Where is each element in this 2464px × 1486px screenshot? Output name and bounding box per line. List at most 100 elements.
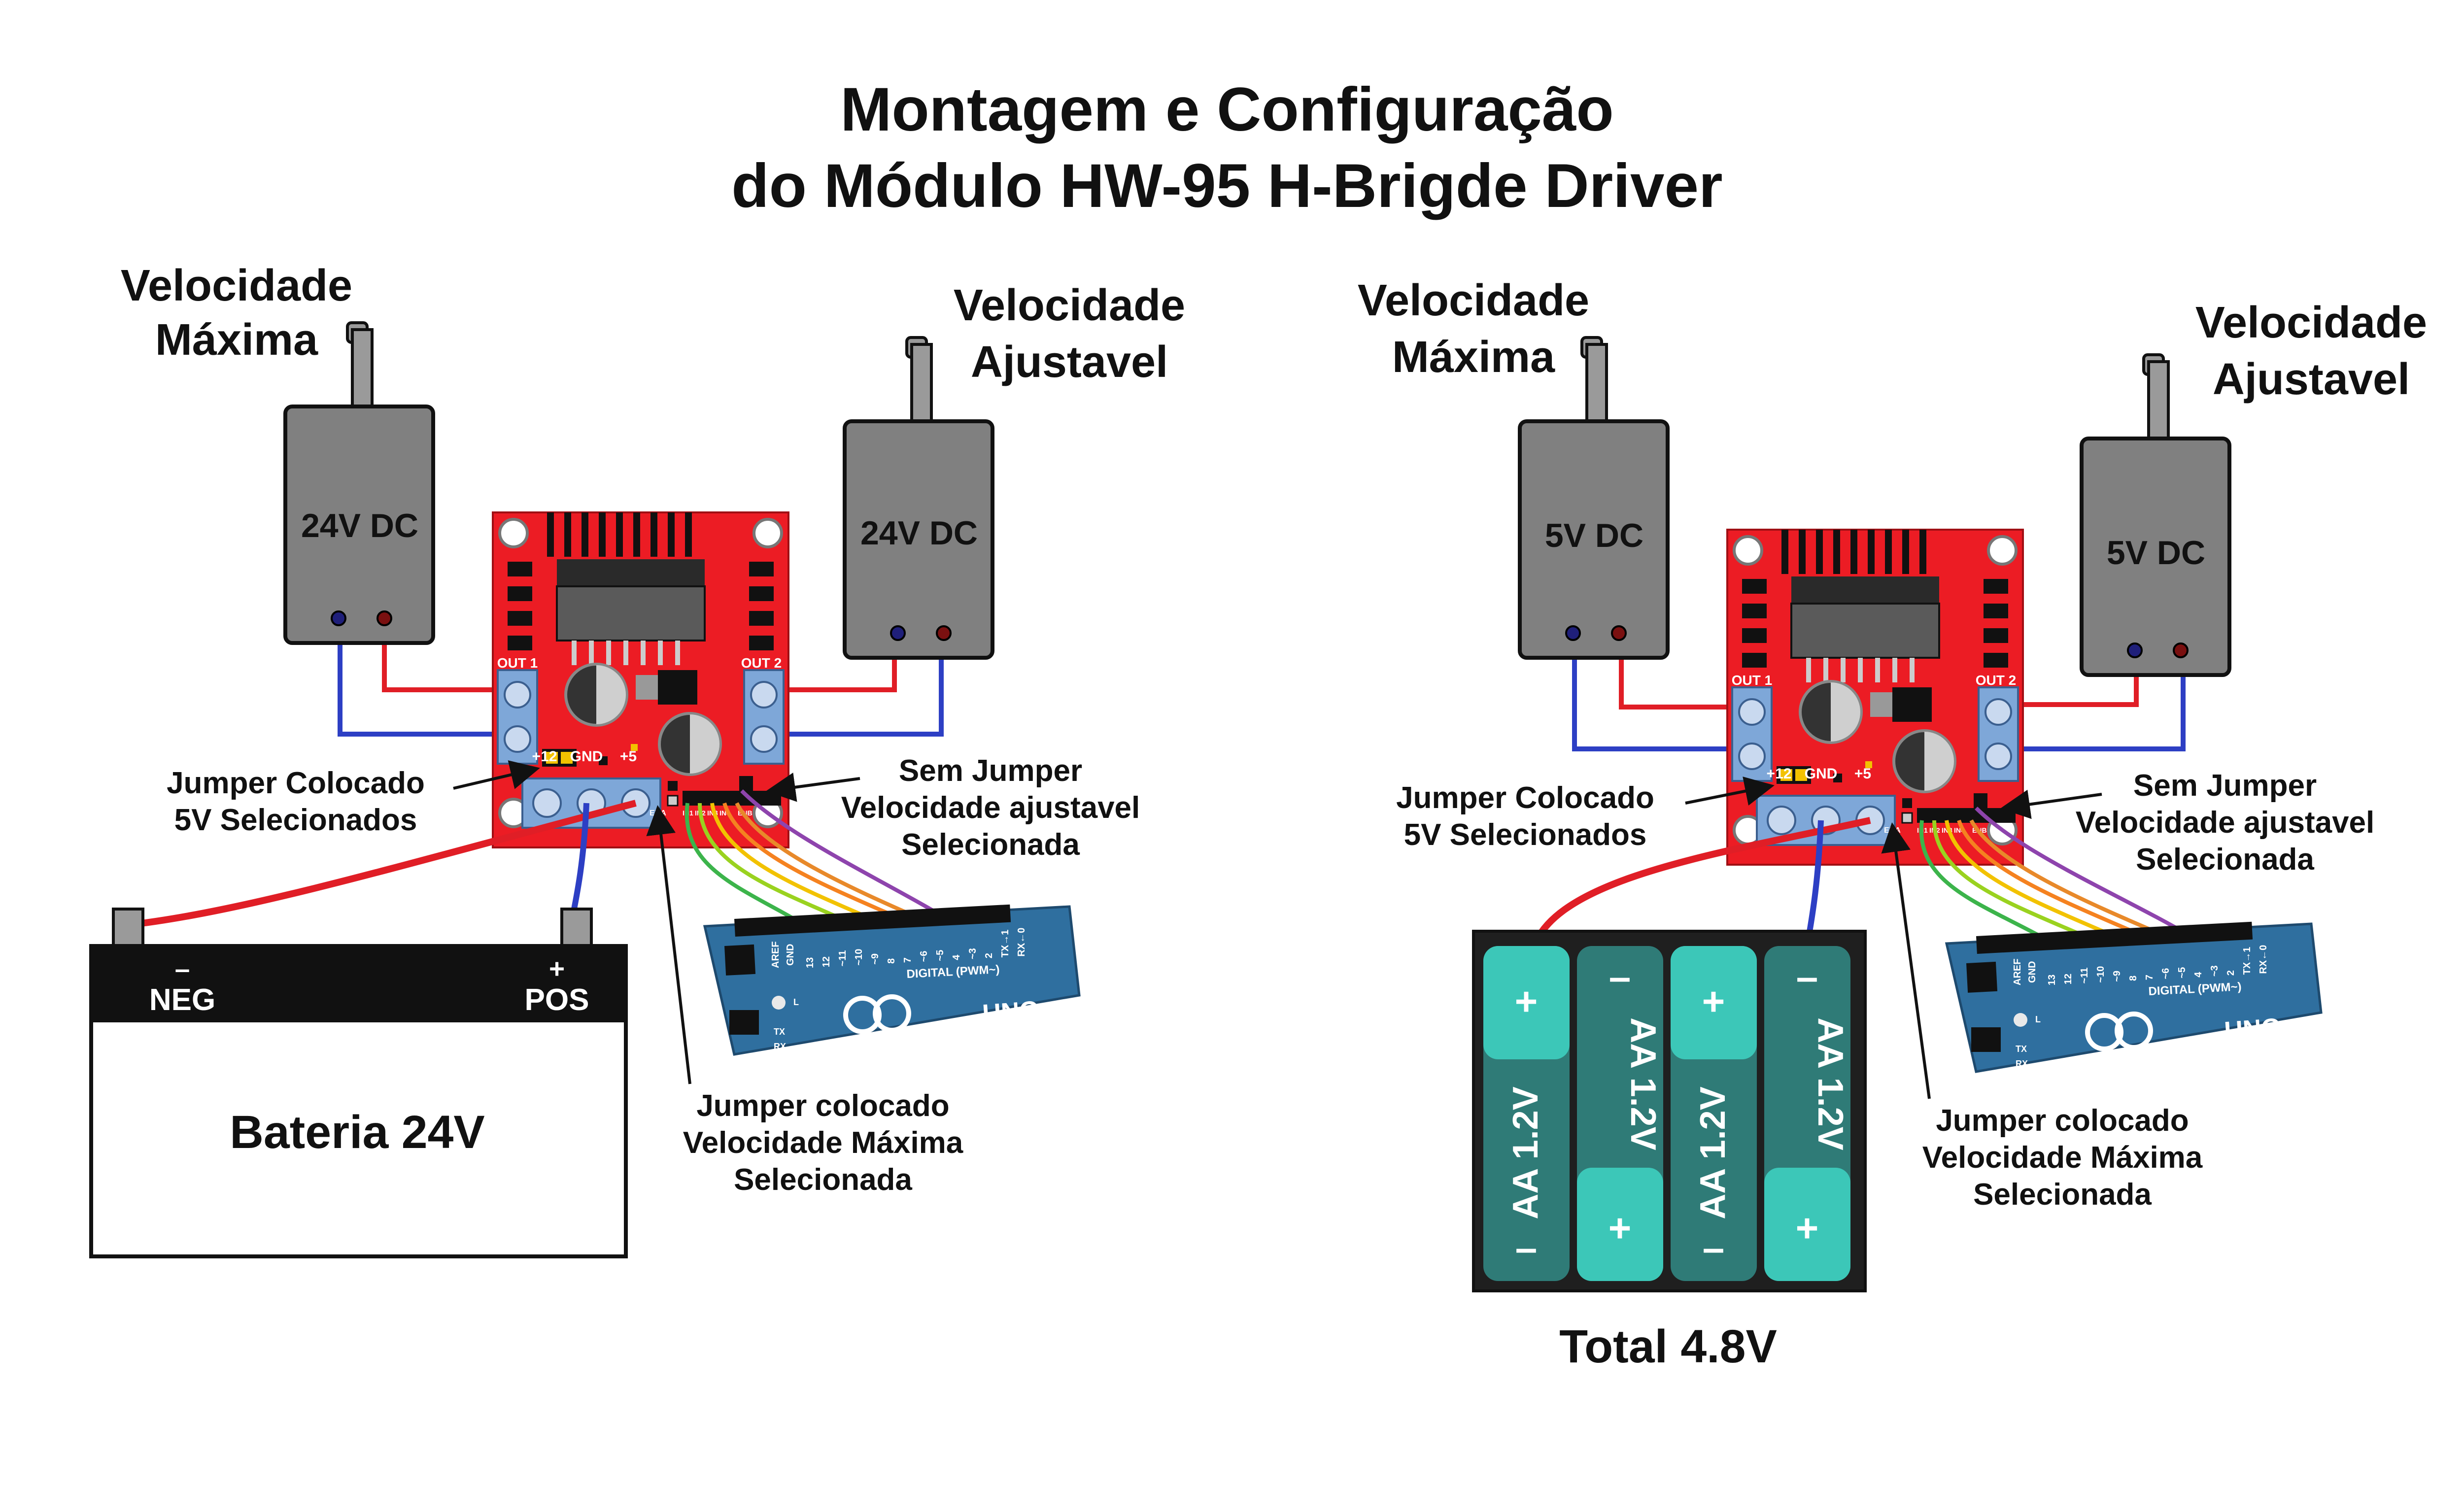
- right-cell-1-plus: +: [1515, 979, 1538, 1023]
- right-motor1-blue-wire: [1572, 636, 1752, 751]
- right-arduino-pin-5: 8: [2128, 976, 2139, 981]
- left-arduino-pin-1: 12: [821, 956, 832, 967]
- right-signal-wire-1: [1919, 820, 2041, 938]
- right-arduino-aref: AREF: [2012, 959, 2023, 985]
- right-cell-2: – + AA 1.2V: [1577, 946, 1663, 1281]
- left-motor-1-label: 24V DC: [301, 507, 418, 544]
- right-arduino-l: L: [2035, 1014, 2041, 1024]
- left-arduino-pin-10: ~3: [967, 948, 978, 959]
- right-board-gnd: GND: [1805, 766, 1838, 782]
- left-hbridge-board: OUT 1 OUT 2 +12 GND +5 ENA IN1 IN2 IN3 I…: [493, 512, 788, 847]
- right-board-p5: +5: [1854, 766, 1871, 782]
- left-jumper-5v-arrow: [453, 760, 540, 790]
- left-arduino-pin-0: 13: [805, 957, 816, 968]
- right-jumper-5v-line-1: Jumper Colocado: [1396, 781, 1654, 815]
- right-jumper-max-line-1: Jumper colocado: [1936, 1104, 2189, 1138]
- left-jumper-max-arrow: [646, 805, 691, 1084]
- left-battery-label: Bateria 24V: [230, 1106, 485, 1158]
- left-no-jumper-line-1: Sem Jumper: [899, 754, 1082, 788]
- right-label-max-line-2: Máxima: [1392, 333, 1555, 382]
- left-board-out1: OUT 1: [497, 655, 538, 671]
- right-arduino-pin-1: 12: [2063, 974, 2074, 984]
- left-arduino-pin-5: 8: [886, 958, 897, 964]
- right-arduino-uno-text: UNO: [2224, 1013, 2282, 1046]
- left-arduino-rx: RX: [774, 1042, 786, 1051]
- left-signal-wire-4: [722, 802, 908, 923]
- left-no-jumper-line-3: Selecionada: [901, 828, 1080, 862]
- right-cell-3-plus: +: [1702, 979, 1725, 1023]
- right-cell-4-minus: –: [1796, 955, 1818, 999]
- left-signal-wire-1: [684, 803, 800, 923]
- left-jumper-5v-line-2: 5V Selecionados: [174, 803, 417, 837]
- right-pack-red-wire: [1529, 817, 1871, 952]
- left-arduino-pin-3: ~10: [854, 949, 864, 966]
- left-panel: Velocidade Máxima Velocidade Ajustavel 2…: [89, 261, 1185, 1258]
- right-signal-wire-5: [1969, 819, 2167, 938]
- right-arduino-tx: TX: [2016, 1044, 2027, 1054]
- right-jumper-5v-arrow: [1685, 777, 1775, 806]
- right-no-jumper-arrow: [2000, 789, 2102, 819]
- left-no-jumper-line-2: Velocidade ajustavel: [841, 791, 1140, 825]
- right-jumper-max-arrow: [1881, 822, 1931, 1099]
- right-motor-1-label: 5V DC: [1545, 517, 1643, 554]
- right-arduino-pin-9: 4: [2193, 972, 2204, 978]
- left-motor2-blue-wire: [764, 633, 944, 737]
- left-arduino-pin-8: ~5: [935, 950, 946, 961]
- right-arduino-pin-8: ~5: [2177, 967, 2188, 979]
- left-board-p12: +12: [532, 748, 557, 765]
- left-arduino-aref: AREF: [770, 942, 781, 968]
- title-line-2: do Módulo HW-95 H-Brigde Driver: [731, 152, 1722, 220]
- left-battery-pos: POS: [525, 983, 589, 1017]
- right-signal-wire-6: [1975, 807, 2192, 938]
- right-battery-pack: + – AA 1.2V – + AA 1.2V + – AA 1.2V: [1472, 930, 1867, 1292]
- left-signal-wire-6: [740, 789, 953, 923]
- left-arduino-tx: TX: [774, 1027, 785, 1037]
- right-signal-wire-3: [1945, 820, 2115, 938]
- right-cell-1-minus: –: [1515, 1226, 1538, 1270]
- right-arduino-pin-12: TX→1: [2242, 947, 2253, 975]
- right-cell-3-minus: –: [1703, 1226, 1725, 1270]
- left-jumper-5v-line-1: Jumper Colocado: [167, 766, 425, 800]
- left-signal-wire-2: [698, 803, 849, 923]
- left-label-max-line-2: Máxima: [155, 315, 318, 365]
- left-signal-wire-3: [710, 803, 878, 923]
- left-arduino-pin-2: ~11: [837, 950, 848, 967]
- left-board-gnd: GND: [570, 748, 603, 765]
- left-arduino-pin-4: ~9: [870, 953, 881, 965]
- right-cell-2-minus: –: [1609, 955, 1631, 999]
- right-cell-3-label: AA 1.2V: [1693, 1086, 1733, 1219]
- right-board-out2: OUT 2: [1976, 673, 2016, 688]
- right-cell-4: – + AA 1.2V: [1764, 946, 1850, 1281]
- left-arduino-l: L: [793, 997, 799, 1007]
- right-board-out1: OUT 1: [1732, 673, 1772, 688]
- left-arduino-gnd: GND: [785, 944, 796, 966]
- left-battery-red-wire: [125, 800, 637, 929]
- left-motor1-blue-wire: [338, 618, 517, 737]
- left-jumper-max-line-3: Selecionada: [734, 1163, 912, 1197]
- left-battery: – NEG + POS Bateria 24V: [89, 908, 628, 1258]
- left-signal-wire-5: [735, 802, 927, 923]
- right-cell-2-plus: +: [1608, 1206, 1632, 1250]
- left-board-p5: +5: [620, 748, 637, 765]
- right-arduino-pin-0: 13: [2047, 975, 2057, 985]
- right-no-jumper-line-2: Velocidade ajustavel: [2076, 806, 2375, 840]
- right-arduino-pin-3: ~10: [2095, 966, 2106, 983]
- left-battery-neg-sign: –: [175, 953, 190, 984]
- left-battery-pos-sign: +: [549, 953, 565, 984]
- left-arduino-pin-13: RX←0: [1016, 928, 1027, 957]
- right-motor-2-label: 5V DC: [2107, 534, 2205, 572]
- left-label-max-line-1: Velocidade: [121, 261, 352, 310]
- left-jumper-max-line-2: Velocidade Máxima: [683, 1126, 963, 1160]
- left-no-jumper-arrow: [766, 773, 860, 802]
- left-jumper-max-line-1: Jumper colocado: [696, 1089, 949, 1123]
- right-jumper-5v-line-2: 5V Selecionados: [1404, 818, 1647, 852]
- right-arduino-pin-13: RX←0: [2258, 945, 2269, 974]
- right-arduino-pin-6: 7: [2144, 975, 2155, 980]
- left-label-adj-line-2: Ajustavel: [971, 338, 1168, 387]
- right-arduino-gnd: GND: [2027, 961, 2038, 983]
